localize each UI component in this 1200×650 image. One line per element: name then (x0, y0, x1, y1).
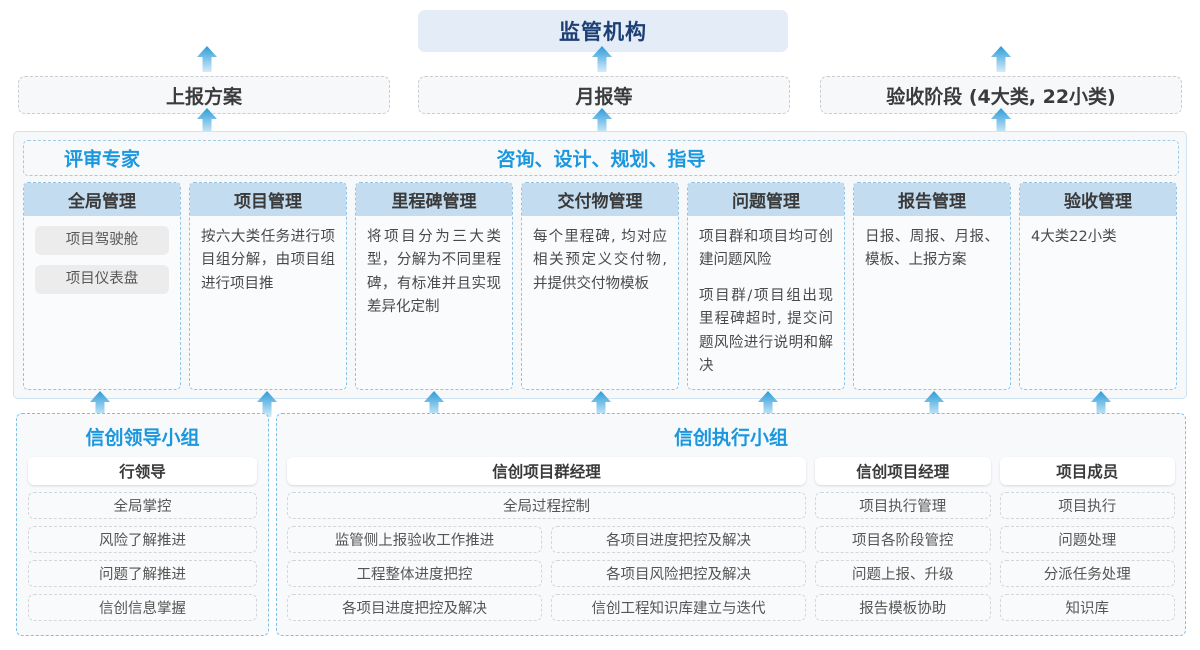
card-paragraph: 4大类22小类 (1031, 229, 1117, 245)
task-item[interactable]: 项目执行管理 (815, 492, 991, 519)
band-header-left-label: 评审专家 (64, 148, 141, 171)
card-paragraph: 每个里程碑, 均对应相关预定义交付物, 并提供交付物模板 (533, 229, 667, 292)
arrow-up-icon (590, 391, 612, 417)
task-item[interactable]: 项目执行 (999, 492, 1175, 519)
execution-group-title: 信创执行小组 (673, 427, 788, 449)
arrow-up-icon (923, 391, 945, 417)
task-item[interactable]: 全局掌控 (28, 492, 257, 519)
card-paragraph: 按六大类任务进行项目组分解，由项目组进行项目推 (201, 229, 335, 292)
role-bank-leader[interactable]: 行领导 (28, 457, 257, 485)
card-paragraph: 项目群和项目均可创建问题风险 (699, 229, 833, 269)
arrow-up-icon (196, 108, 218, 134)
capability-card-report-management[interactable]: 报告管理 日报、周报、月报、模板、上报方案 (853, 182, 1011, 390)
task-item[interactable]: 各项目风险把控及解决 (551, 560, 806, 587)
card-title: 全局管理 (24, 183, 180, 216)
task-item[interactable]: 风险了解推进 (28, 526, 257, 553)
arrow-up-icon (591, 108, 613, 134)
arrow-up-icon (196, 46, 218, 72)
arrow-up-icon (990, 108, 1012, 134)
task-item[interactable]: 分派任务处理 (999, 560, 1175, 587)
role-program-manager[interactable]: 信创项目群经理 (287, 457, 806, 485)
card-paragraph: 项目群/项目组出现里程碑超时, 提交问题风险进行说明和解决 (699, 287, 833, 375)
arrow-up-icon (423, 391, 445, 417)
arrow-up-icon (256, 391, 278, 417)
band-header: 评审专家 咨询、设计、规划、指导 (23, 140, 1179, 176)
task-item-full[interactable]: 全局过程控制 (287, 492, 806, 519)
task-item[interactable]: 报告模板协助 (815, 594, 991, 621)
top-box-label: 上报方案 (165, 85, 242, 108)
arrow-up-icon (591, 46, 613, 72)
task-item[interactable]: 问题了解推进 (28, 560, 257, 587)
card-title: 验收管理 (1020, 183, 1176, 216)
task-item[interactable]: 问题处理 (999, 526, 1175, 553)
task-item[interactable]: 各项目进度把控及解决 (287, 594, 542, 621)
card-paragraph: 日报、周报、月报、模板、上报方案 (865, 229, 999, 269)
card-body: 每个里程碑, 均对应相关预定义交付物, 并提供交付物模板 (522, 216, 678, 389)
program-manager-block: 信创项目群经理 全局过程控制 监管侧上报验收工作推进 工程整体进度把控 各项目进… (287, 457, 806, 621)
regulator-box: 监管机构 (418, 10, 788, 52)
role-project-member[interactable]: 项目成员 (999, 457, 1175, 485)
task-item[interactable]: 各项目进度把控及解决 (551, 526, 806, 553)
capability-card-deliverable-management[interactable]: 交付物管理 每个里程碑, 均对应相关预定义交付物, 并提供交付物模板 (521, 182, 679, 390)
leadership-group-panel: 信创领导小组 行领导 全局掌控 风险了解推进 问题了解推进 信创信息掌握 (16, 413, 269, 636)
task-item[interactable]: 监管侧上报验收工作推进 (287, 526, 542, 553)
task-item[interactable]: 问题上报、升级 (815, 560, 991, 587)
task-item[interactable]: 项目各阶段管控 (815, 526, 991, 553)
capability-card-issue-management[interactable]: 问题管理 项目群和项目均可创建问题风险 项目群/项目组出现里程碑超时, 提交问题… (687, 182, 845, 390)
card-title: 交付物管理 (522, 183, 678, 216)
regulator-label: 监管机构 (559, 20, 647, 44)
arrow-up-icon (1090, 391, 1112, 417)
top-box-label: 月报等 (575, 85, 633, 108)
card-title: 项目管理 (190, 183, 346, 216)
card-title: 问题管理 (688, 183, 844, 216)
top-box-label: 验收阶段 (4大类, 22小类) (886, 85, 1116, 108)
card-body: 日报、周报、月报、模板、上报方案 (854, 216, 1010, 389)
capability-columns: 全局管理 项目驾驶舱 项目仪表盘 项目管理 按六大类任务进行项目组分解，由项目组… (23, 182, 1177, 390)
band-header-center-label: 咨询、设计、规划、指导 (496, 148, 706, 171)
arrow-up-icon (990, 46, 1012, 72)
capability-card-project-management[interactable]: 项目管理 按六大类任务进行项目组分解，由项目组进行项目推 (189, 182, 347, 390)
card-body: 将项目分为三大类型，分解为不同里程碑，有标准并且实现差异化定制 (356, 216, 512, 389)
top-box-monthly-report: 月报等 (418, 76, 790, 114)
card-body: 4大类22小类 (1020, 216, 1176, 389)
card-title: 报告管理 (854, 183, 1010, 216)
project-member-block: 项目成员 项目执行 问题处理 分派任务处理 知识库 (999, 457, 1175, 621)
task-item[interactable]: 知识库 (999, 594, 1175, 621)
arrow-up-icon (757, 391, 779, 417)
capability-band: 评审专家 咨询、设计、规划、指导 全局管理 项目驾驶舱 项目仪表盘 项目管理 按… (13, 131, 1187, 399)
task-item[interactable]: 信创工程知识库建立与迭代 (551, 594, 806, 621)
card-pill[interactable]: 项目仪表盘 (35, 265, 169, 294)
capability-card-milestone-management[interactable]: 里程碑管理 将项目分为三大类型，分解为不同里程碑，有标准并且实现差异化定制 (355, 182, 513, 390)
leadership-group-title: 信创领导小组 (85, 427, 200, 449)
card-body: 按六大类任务进行项目组分解，由项目组进行项目推 (190, 216, 346, 389)
card-body: 项目群和项目均可创建问题风险 项目群/项目组出现里程碑超时, 提交问题风险进行说… (688, 216, 844, 389)
task-item[interactable]: 信创信息掌握 (28, 594, 257, 621)
arrow-up-icon (89, 391, 111, 417)
role-project-manager[interactable]: 信创项目经理 (815, 457, 991, 485)
task-item[interactable]: 工程整体进度把控 (287, 560, 542, 587)
capability-card-global-management[interactable]: 全局管理 项目驾驶舱 项目仪表盘 (23, 182, 181, 390)
card-title: 里程碑管理 (356, 183, 512, 216)
execution-group-panel: 信创执行小组 信创项目群经理 全局过程控制 监管侧上报验收工作推进 工程整体进度… (276, 413, 1186, 636)
capability-card-acceptance-management[interactable]: 验收管理 4大类22小类 (1019, 182, 1177, 390)
card-body: 项目驾驶舱 项目仪表盘 (24, 216, 180, 389)
project-manager-block: 信创项目经理 项目执行管理 项目各阶段管控 问题上报、升级 报告模板协助 (815, 457, 991, 621)
card-paragraph: 将项目分为三大类型，分解为不同里程碑，有标准并且实现差异化定制 (367, 229, 501, 316)
card-pill[interactable]: 项目驾驶舱 (35, 226, 169, 255)
